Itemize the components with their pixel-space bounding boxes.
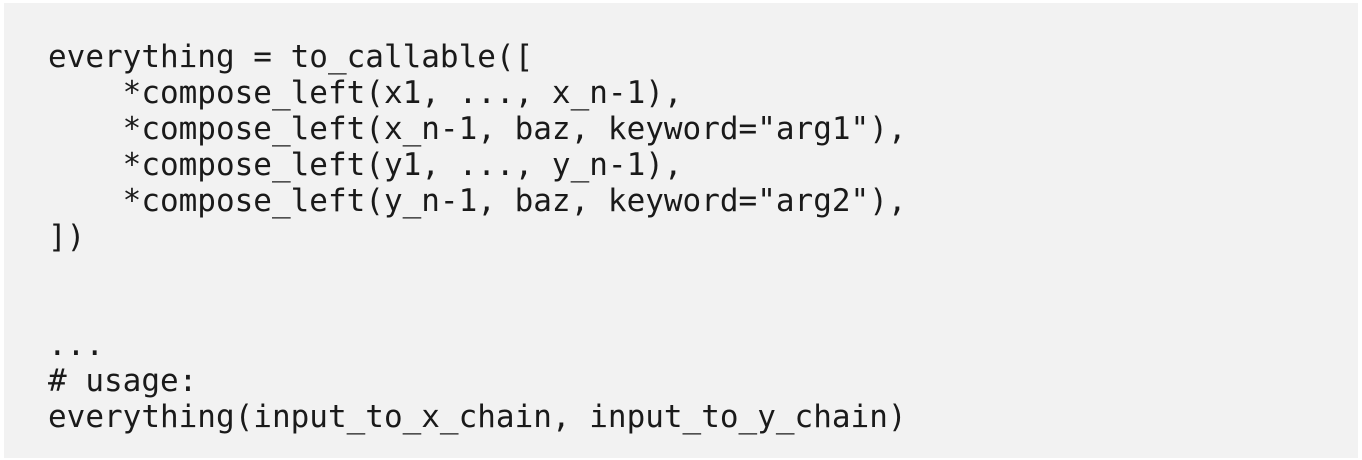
code-line-blank [48,255,1358,291]
code-line: *compose_left(y1, ..., y_n-1), [48,147,683,183]
code-comment: # usage: [48,363,198,399]
code-line-blank [48,291,1358,327]
code-line: *compose_left(x_n-1, baz, keyword="arg1"… [48,111,907,147]
code-line: everything(input_to_x_chain, input_to_y_… [48,399,907,435]
code-line: ]) [48,219,86,255]
code-line: *compose_left(x1, ..., x_n-1), [48,75,683,111]
code-block: everything = to_callable([ *compose_left… [4,3,1358,458]
code-line: *compose_left(y_n-1, baz, keyword="arg2"… [48,183,907,219]
code-line: ... [48,327,104,363]
code-line: everything = to_callable([ [48,39,534,75]
